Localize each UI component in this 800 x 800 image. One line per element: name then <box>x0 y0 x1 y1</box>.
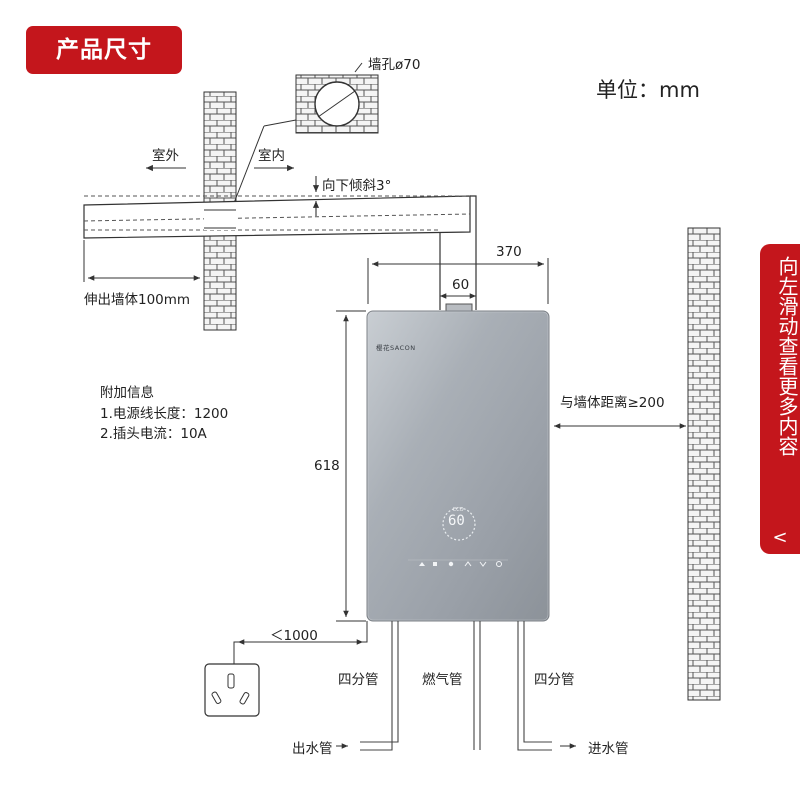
pipe-left-label: 四分管 <box>338 672 379 688</box>
flue-pipe <box>83 195 477 310</box>
extra-info-title: 附加信息 <box>100 385 154 401</box>
pipe-right-label: 四分管 <box>534 672 575 688</box>
tilt-label: 向下倾斜3° <box>322 178 392 194</box>
water-in-label: 进水管 <box>588 741 629 757</box>
height-label: 618 <box>314 458 340 474</box>
wall-hole-detail <box>233 62 379 204</box>
chevron-left-icon: < <box>772 527 788 548</box>
extra-info-line: 1.电源线长度：1200 <box>100 405 229 422</box>
water-heater <box>366 310 550 622</box>
wall-right <box>687 227 721 701</box>
protrude-label: 伸出墙体100mm <box>84 292 191 308</box>
display-temperature: 60 <box>448 513 465 529</box>
cable-distance-label: ＜1000 <box>270 628 318 644</box>
swipe-hint-tab[interactable]: 向左滑动查看更多内容 < <box>760 244 800 554</box>
page-title: 产品尺寸 <box>26 26 182 74</box>
pipes <box>360 621 552 751</box>
width-label: 370 <box>496 244 522 260</box>
wall-hole-label: 墙孔ø70 <box>368 57 421 73</box>
power-socket-icon <box>204 663 260 717</box>
extra-info: 附加信息 1.电源线长度：1200 2.插头电流：10A <box>100 383 228 445</box>
pipe-offset-label: 60 <box>452 277 470 293</box>
wall-distance-label: 与墙体距离≥200 <box>560 395 665 411</box>
pipe-gas-label: 燃气管 <box>422 672 463 688</box>
indoor-label: 室内 <box>258 148 285 164</box>
extra-info-line: 2.插头电流：10A <box>100 426 207 442</box>
unit-label: 单位：mm <box>596 78 700 102</box>
outdoor-label: 室外 <box>152 148 179 164</box>
water-out-label: 出水管 <box>292 741 333 757</box>
display-mode-label: ECO <box>453 507 464 513</box>
brand-logo: 樱花SACON <box>376 344 416 352</box>
swipe-hint-text: 向左滑动查看更多内容 <box>775 256 799 456</box>
